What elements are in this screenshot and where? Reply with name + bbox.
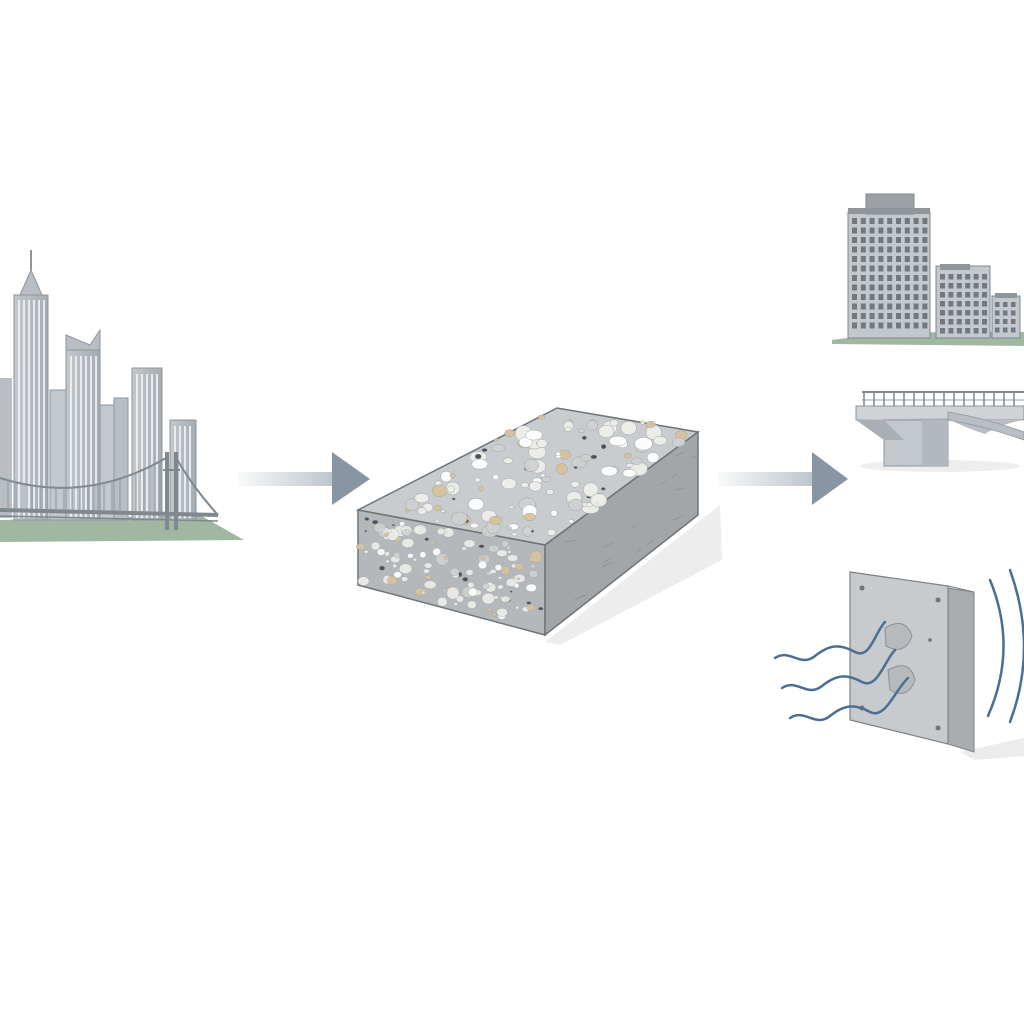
acoustic-panel-icon — [849, 571, 1024, 760]
aggregate-concrete-block-icon — [355, 407, 722, 645]
bridge-icon — [855, 391, 1024, 472]
reflected-sound-waves-icon — [986, 568, 1024, 724]
flow-arrow-1 — [238, 452, 370, 505]
city-skyline-with-suspension-bridge-icon — [0, 250, 244, 542]
sound-waves-icon — [773, 620, 910, 722]
buildings-icon — [832, 193, 1024, 346]
flow-arrow-2 — [718, 452, 848, 505]
